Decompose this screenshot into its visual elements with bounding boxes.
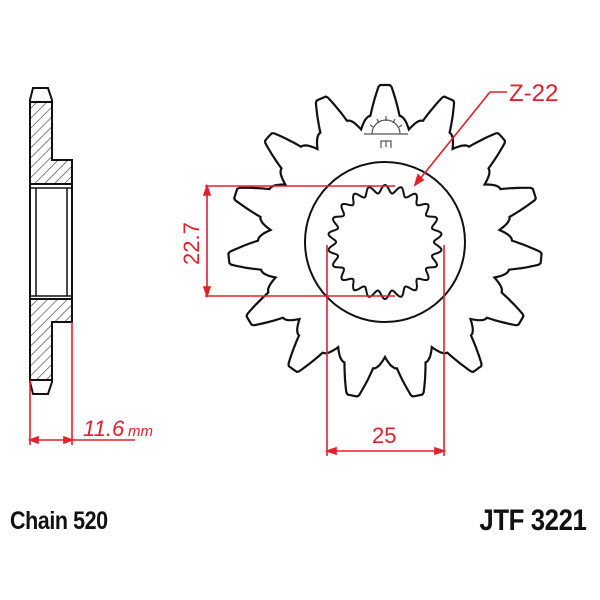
spline-count-label: Z-22 (509, 80, 558, 107)
thickness-unit: mm (128, 423, 153, 440)
thickness-value: 11.6 (83, 416, 125, 441)
spline-outline (327, 183, 443, 301)
spline-count-leader (413, 91, 507, 187)
thickness-dimension (27, 322, 135, 445)
sprocket-outline (227, 83, 543, 398)
chain-size-label: Chain 520 (10, 507, 108, 535)
height-dimension (202, 183, 395, 299)
width-dimension (324, 245, 447, 456)
width-value: 25 (372, 423, 396, 448)
sun-logo-icon (364, 116, 408, 148)
part-number-label: JTF 3221 (478, 504, 586, 537)
hub-circle (304, 161, 466, 323)
side-section-view (29, 87, 73, 395)
height-value: 22.7 (179, 222, 204, 265)
